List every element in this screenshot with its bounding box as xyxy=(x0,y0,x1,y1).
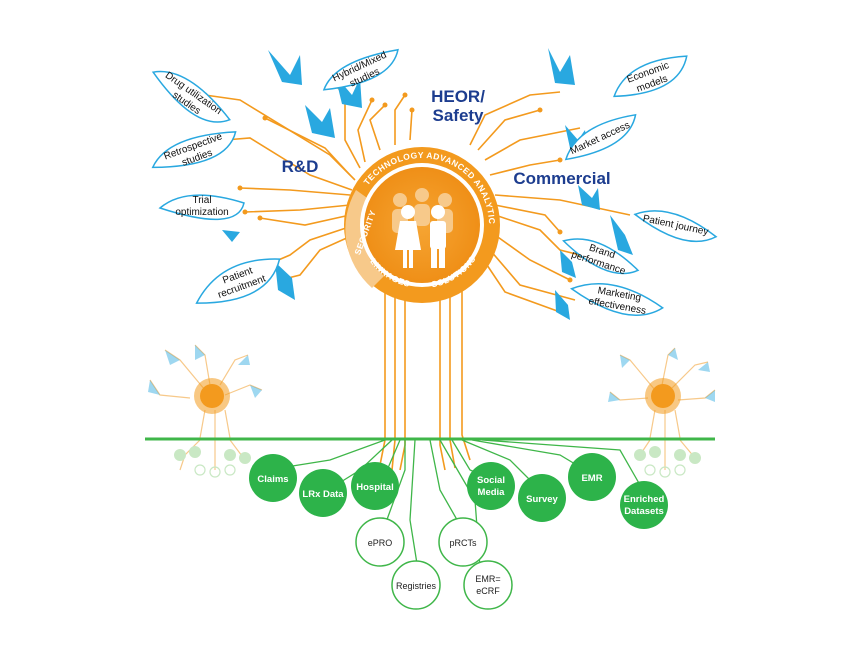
leaf-trial-optimization: Trial optimization xyxy=(158,194,245,221)
green-node-hospital: Hospital xyxy=(351,462,399,510)
leaf-patient-recruitment: Patient recruitment xyxy=(195,258,281,304)
white-node-label-prcts: pRCTs xyxy=(449,538,477,548)
central-hub: TECHNOLOGY ADVANCED ANALYTICS LINKAGES S… xyxy=(0,0,500,303)
green-node-label-emr: EMR xyxy=(581,473,602,484)
section-title-heor-2: Safety xyxy=(432,106,484,125)
people-icon xyxy=(392,188,453,268)
green-node-label-lrx: LRx Data xyxy=(302,489,344,500)
green-node-label-social-2: Media xyxy=(478,487,506,498)
white-node-label-emr-ecrf-1: EMR= xyxy=(475,574,500,584)
green-node-emr: EMR xyxy=(568,453,616,501)
small-tree-right xyxy=(608,347,716,478)
white-node-epro: ePRO xyxy=(355,517,405,567)
leaf-patient-journey: Patient journey xyxy=(633,210,718,243)
leaf-label-trial-2: optimization xyxy=(175,207,228,218)
leaf-hybrid-mixed: Hybrid/Mixed studies xyxy=(322,48,399,91)
leaf-label-trial-1: Trial xyxy=(192,195,211,206)
green-node-label-hospital: Hospital xyxy=(356,482,393,493)
small-tree-left xyxy=(148,344,263,478)
white-node-label-emr-ecrf-2: eCRF xyxy=(476,586,500,596)
white-node-label-registries: Registries xyxy=(396,581,437,591)
green-node-label-survey: Survey xyxy=(526,494,558,505)
white-node-label-epro: ePRO xyxy=(368,538,393,548)
green-node-label-social-1: Social xyxy=(477,475,505,486)
leaf-retrospective: Retrospective studies xyxy=(151,131,237,169)
green-node-label-claims: Claims xyxy=(257,474,288,485)
white-node-registries: Registries xyxy=(391,560,441,610)
green-node-lrx: LRx Data xyxy=(299,469,347,517)
green-node-enriched: Enriched Datasets xyxy=(620,481,668,529)
green-node-social-media: Social Media xyxy=(467,462,515,510)
green-node-claims: Claims xyxy=(249,454,297,502)
green-node-survey: Survey xyxy=(518,474,566,522)
leaf-economic-models: Economic models xyxy=(613,55,688,98)
section-title-commercial: Commercial xyxy=(513,169,610,188)
green-node-label-enriched-2: Datasets xyxy=(624,506,664,517)
green-node-label-enriched-1: Enriched xyxy=(624,494,665,505)
section-title-rd: R&D xyxy=(282,157,319,176)
section-title-heor-1: HEOR/ xyxy=(431,87,485,106)
white-node-emr-ecrf: EMR= eCRF xyxy=(463,560,513,610)
leaf-marketing-effectiveness: Marketing effectiveness xyxy=(570,283,665,317)
white-node-prcts: pRCTs xyxy=(438,517,488,567)
